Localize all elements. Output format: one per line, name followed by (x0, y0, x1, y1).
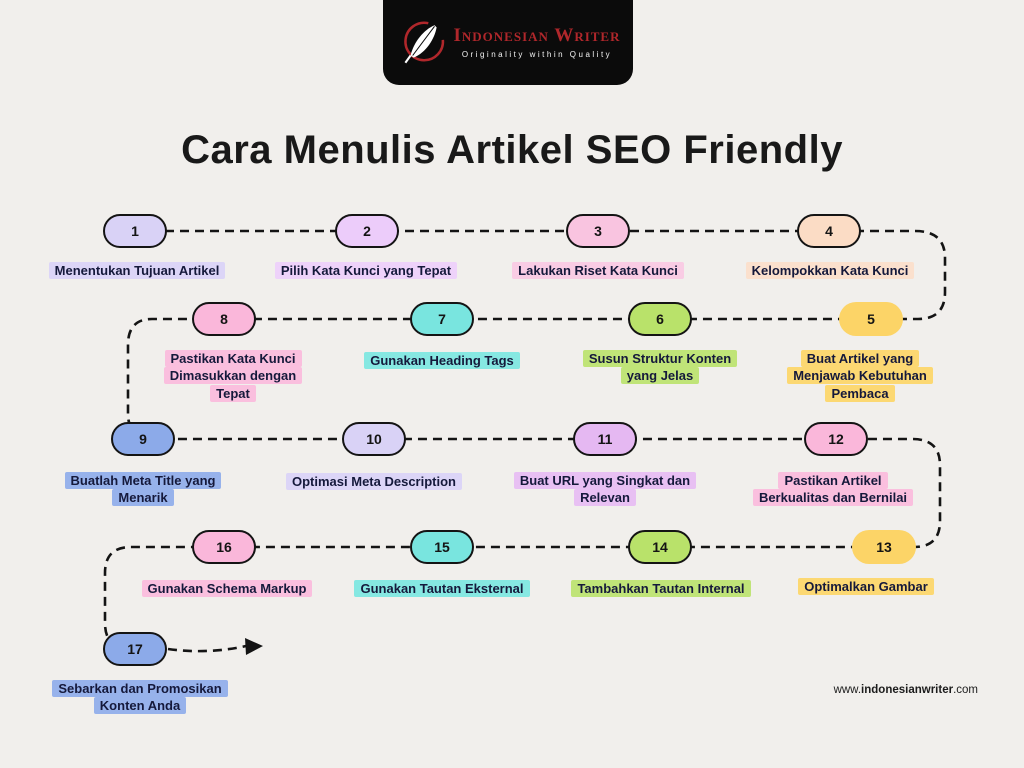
step-number: 9 (139, 431, 147, 447)
step-label-4: Kelompokkan Kata Kunci (710, 262, 950, 279)
brand-tagline: Originality within Quality (461, 50, 613, 60)
step-number: 17 (127, 641, 143, 657)
step-number: 14 (652, 539, 668, 555)
step-label-2: Pilih Kata Kunci yang Tepat (246, 262, 486, 279)
step-label-1: Menentukan Tujuan Artikel (17, 262, 257, 279)
step-number: 16 (216, 539, 232, 555)
step-label-16: Gunakan Schema Markup (107, 580, 347, 597)
step-node-7: 7 (410, 302, 474, 336)
step-label-11: Buat URL yang Singkat dan Relevan (485, 472, 725, 507)
feather-quill-icon (403, 21, 444, 63)
step-node-8: 8 (192, 302, 256, 336)
step-node-14: 14 (628, 530, 692, 564)
step-node-2: 2 (335, 214, 399, 248)
step-label-10: Optimasi Meta Description (254, 473, 494, 490)
url-prefix: www. (833, 684, 862, 696)
step-number: 13 (876, 539, 892, 555)
step-number: 3 (594, 223, 602, 239)
step-node-9: 9 (111, 422, 175, 456)
step-number: 4 (825, 223, 833, 239)
step-node-1: 1 (103, 214, 167, 248)
step-node-6: 6 (628, 302, 692, 336)
step-label-7: Gunakan Heading Tags (322, 352, 562, 369)
step-node-11: 11 (573, 422, 637, 456)
step-number: 6 (656, 311, 664, 327)
step-node-3: 3 (566, 214, 630, 248)
step-number: 11 (597, 431, 613, 447)
step-number: 8 (220, 311, 228, 327)
brand-name: Indonesian Writer (453, 24, 621, 46)
step-node-13: 13 (852, 530, 916, 564)
step-label-12: Pastikan Artikel Berkualitas dan Bernila… (713, 472, 953, 507)
step-number: 7 (438, 311, 446, 327)
step-node-12: 12 (804, 422, 868, 456)
step-node-15: 15 (410, 530, 474, 564)
flow-end-segment (167, 644, 247, 653)
step-label-14: Tambahkan Tautan Internal (541, 580, 781, 597)
step-number: 5 (867, 311, 875, 327)
step-label-13: Optimalkan Gambar (746, 578, 986, 595)
flow-arrow-icon (245, 638, 263, 655)
page-title: Cara Menulis Artikel SEO Friendly (181, 128, 843, 172)
step-node-4: 4 (797, 214, 861, 248)
website-url: www.indonesianwriter.com (758, 684, 978, 696)
logo-text: Indonesian Writer Originality within Qua… (453, 24, 621, 60)
step-label-17: Sebarkan dan Promosikan Konten Anda (20, 680, 260, 715)
step-number: 12 (828, 431, 844, 447)
url-suffix: .com (953, 684, 978, 696)
step-label-3: Lakukan Riset Kata Kunci (478, 262, 718, 279)
step-label-6: Susun Struktur Konten yang Jelas (540, 350, 780, 385)
brand-logo: Indonesian Writer Originality within Qua… (383, 0, 633, 85)
step-number: 1 (131, 223, 139, 239)
step-node-16: 16 (192, 530, 256, 564)
step-number: 10 (366, 431, 382, 447)
step-node-10: 10 (342, 422, 406, 456)
step-number: 2 (363, 223, 371, 239)
step-label-15: Gunakan Tautan Eksternal (322, 580, 562, 597)
step-label-9: Buatlah Meta Title yang Menarik (23, 472, 263, 507)
step-node-5: 5 (839, 302, 903, 336)
step-number: 15 (434, 539, 450, 555)
step-label-8: Pastikan Kata Kunci Dimasukkan dengan Te… (113, 350, 353, 402)
step-node-17: 17 (103, 632, 167, 666)
url-domain: indonesianwriter (861, 684, 954, 696)
